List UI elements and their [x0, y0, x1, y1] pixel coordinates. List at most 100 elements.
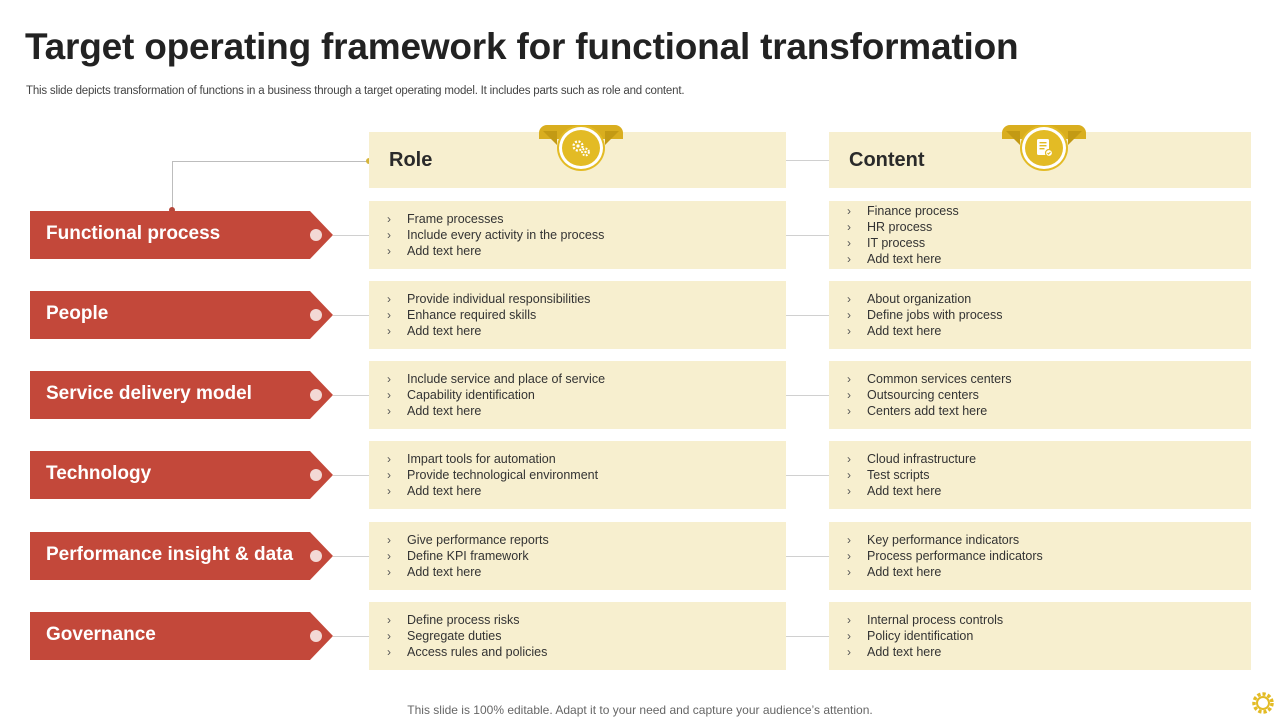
content-item: ›About organization: [847, 291, 1002, 307]
row-link-line: [786, 315, 829, 316]
role-box: › Frame processes ›Include every activity…: [369, 201, 786, 269]
chevron-right-icon: ›: [847, 372, 851, 386]
bullet-text: Include every activity in the process: [407, 228, 605, 242]
content-item: › Add text here: [847, 323, 1002, 339]
bullet-text: Internal process controls: [867, 613, 1004, 627]
bullet-text: Define KPI framework: [407, 549, 529, 563]
role-item: ›Add text here: [387, 243, 604, 259]
chevron-right-icon: ›: [387, 468, 391, 482]
role-header-label: Role: [389, 149, 433, 171]
row-label-tag: Technology: [30, 451, 333, 499]
bullet-text: Add text here: [867, 324, 942, 338]
ribbon-decoration: [543, 131, 557, 145]
row-link-line: [333, 636, 369, 637]
bullet-text: Segregate duties: [407, 629, 502, 643]
row-label: Performance insight & data: [46, 544, 294, 565]
chevron-right-icon: ›: [387, 452, 391, 466]
content-item: › HR process: [847, 219, 959, 235]
role-box: ›Give performance reports › Define KPI fr…: [369, 522, 786, 590]
chevron-right-icon: ›: [387, 645, 391, 659]
role-item: › Access rules and policies: [387, 644, 547, 660]
chevron-right-icon: ›: [387, 629, 391, 643]
row-link-line: [786, 556, 829, 557]
bullet-text: Policy identification: [867, 629, 974, 643]
content-item: › Add text here: [847, 644, 1003, 660]
chevron-right-icon: ›: [847, 484, 851, 498]
bullet-text: Key performance indicators: [867, 533, 1020, 547]
role-badge: [539, 125, 623, 169]
bullet-text: Frame processes: [407, 212, 504, 226]
content-item: ›Outsourcing centers: [847, 387, 1012, 403]
connector-dot: [169, 207, 175, 213]
role-item: ›Include every activity in the process: [387, 227, 604, 243]
role-item: › Provide technological environment: [387, 467, 598, 483]
chevron-right-icon: ›: [387, 324, 391, 338]
header-link-line: [786, 160, 829, 161]
bullet-text: Test scripts: [867, 468, 930, 482]
bullet-text: Add text here: [867, 252, 942, 266]
bullet-text: Access rules and policies: [407, 645, 548, 659]
row-label: Technology: [46, 463, 152, 484]
bullet-text: Outsourcing centers: [867, 388, 979, 402]
row-label-tag: Service delivery model: [30, 371, 333, 419]
row-link-line: [333, 475, 369, 476]
content-item: ›Internal process controls: [847, 612, 1003, 628]
bullet-text: Add text here: [867, 565, 942, 579]
content-item: ›Define jobs with process: [847, 307, 1002, 323]
chevron-right-icon: ›: [387, 388, 391, 402]
chevron-right-icon: ›: [847, 324, 851, 338]
framework-row-people: People › Provide individual responsibilit…: [0, 281, 1280, 349]
role-box: ›Impart tools for automation › Provide te…: [369, 441, 786, 509]
bullet-text: Add text here: [867, 484, 942, 498]
framework-row-service-delivery-model: Service delivery model ›Include service …: [0, 361, 1280, 429]
ribbon-decoration: [605, 131, 619, 145]
content-box: ›Internal process controls ›Policy ident…: [829, 602, 1251, 670]
bullet-text: Provide technological environment: [407, 468, 599, 482]
row-label: Functional process: [46, 223, 221, 244]
bullet-text: Provide individual responsibilities: [407, 292, 591, 306]
bullet-text: Include service and place of service: [407, 372, 606, 386]
chevron-right-icon: ›: [387, 613, 391, 627]
chevron-right-icon: ›: [847, 629, 851, 643]
role-item: ›Give performance reports: [387, 532, 549, 548]
row-link-line: [333, 395, 369, 396]
connector-line: [172, 161, 173, 211]
chevron-right-icon: ›: [847, 533, 851, 547]
bullet-text: IT process: [867, 236, 926, 250]
row-label-tag: People: [30, 291, 333, 339]
chevron-right-icon: ›: [847, 220, 851, 234]
role-item: ›Include service and place of service: [387, 371, 605, 387]
chevron-right-icon: ›: [847, 292, 851, 306]
row-link-line: [786, 235, 829, 236]
chevron-right-icon: ›: [387, 292, 391, 306]
content-box: ›Common services centers ›Outsourcing ce…: [829, 361, 1251, 429]
chevron-right-icon: ›: [847, 645, 851, 659]
content-item: ›Common services centers: [847, 371, 1012, 387]
bullet-text: Add text here: [407, 244, 482, 258]
role-item: ›Impart tools for automation: [387, 451, 598, 467]
chevron-right-icon: ›: [387, 565, 391, 579]
role-box: ›Include service and place of service › C…: [369, 361, 786, 429]
bullet-text: HR process: [867, 220, 933, 234]
chevron-right-icon: ›: [387, 212, 391, 226]
bullet-text: Finance process: [867, 204, 959, 218]
chevron-right-icon: ›: [847, 404, 851, 418]
row-label-tag: Functional process: [30, 211, 333, 259]
bullet-text: Add text here: [867, 645, 942, 659]
content-item: ›Centers add text here: [847, 403, 1012, 419]
role-item: ›Define process risks: [387, 612, 547, 628]
content-item: › Add text here: [847, 483, 976, 499]
chevron-right-icon: ›: [387, 484, 391, 498]
framework-row-technology: Technology ›Impart tools for automation …: [0, 441, 1280, 509]
row-dot: [310, 309, 322, 321]
bullet-text: Define jobs with process: [867, 308, 1003, 322]
content-item: ›Cloud infrastructure: [847, 451, 976, 467]
role-item: ›Add text here: [387, 403, 605, 419]
role-item: ›Add text here: [387, 483, 598, 499]
document-icon: [1022, 127, 1066, 169]
content-box: ›Key performance indicators ›Process per…: [829, 522, 1251, 590]
bullet-text: Capability identification: [407, 388, 535, 402]
chevron-right-icon: ›: [847, 252, 851, 266]
content-header-label: Content: [849, 149, 925, 171]
content-item: ›Test scripts: [847, 467, 976, 483]
